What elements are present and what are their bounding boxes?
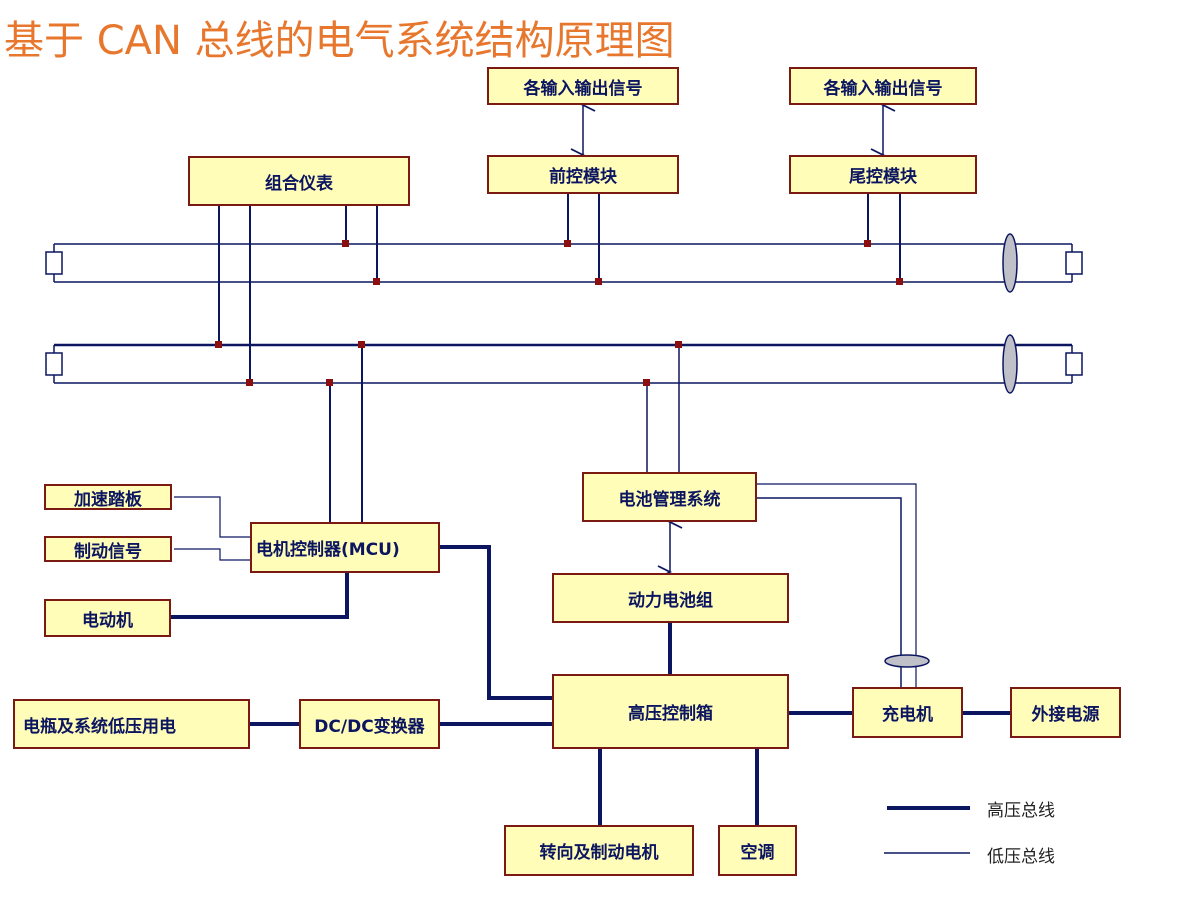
front-control-module-box: 前控模块: [487, 155, 679, 194]
external-power-box: 外接电源: [1010, 687, 1121, 738]
charger-box: 充电机: [852, 687, 963, 738]
air-conditioner-box: 空调: [718, 825, 797, 876]
ferrite-core-icon: [1002, 334, 1018, 394]
connection-node: [675, 341, 682, 348]
brake-signal-box: 制动信号: [44, 536, 172, 562]
electric-motor-box: 电动机: [44, 599, 171, 637]
connection-node: [326, 379, 333, 386]
connection-node: [595, 278, 602, 285]
power-battery-pack-box: 动力电池组: [552, 573, 789, 623]
connection-node: [358, 341, 365, 348]
page-title: 基于 CAN 总线的电气系统结构原理图: [4, 18, 675, 64]
ferrite-core-icon: [884, 654, 930, 668]
connection-node: [896, 278, 903, 285]
connection-node: [342, 240, 349, 247]
dcdc-converter-box: DC/DC变换器: [299, 699, 440, 749]
can-bus-2: [45, 334, 1083, 394]
motor-controller-box: 电机控制器(MCU): [250, 522, 440, 573]
connection-node: [373, 278, 380, 285]
legend-low-voltage-label: 低压总线: [987, 847, 1055, 867]
termination-resistor-icon: [1065, 352, 1083, 376]
battery-management-system-box: 电池管理系统: [582, 472, 757, 522]
connection-node: [246, 379, 253, 386]
high-voltage-control-box: 高压控制箱: [552, 674, 789, 749]
legend-high-voltage-label: 高压总线: [987, 801, 1055, 821]
battery-low-voltage-loads-box: 电瓶及系统低压用电: [13, 699, 250, 749]
termination-resistor-icon: [45, 251, 63, 275]
bus-connection-nodes: [215, 240, 903, 386]
rear-control-module-box: 尾控模块: [789, 155, 977, 194]
can-bus-1: [45, 233, 1083, 293]
io-signals-rear-box: 各输入输出信号: [789, 67, 977, 105]
io-signals-front-box: 各输入输出信号: [487, 67, 679, 105]
termination-resistor-icon: [45, 352, 63, 376]
termination-resistor-icon: [1065, 251, 1083, 275]
instrument-cluster-box: 组合仪表: [188, 156, 410, 206]
connection-node: [215, 341, 222, 348]
connection-node: [643, 379, 650, 386]
accelerator-pedal-box: 加速踏板: [44, 484, 172, 510]
steering-brake-motor-box: 转向及制动电机: [504, 825, 694, 876]
connection-node: [864, 240, 871, 247]
connection-node: [564, 240, 571, 247]
ferrite-core-icon: [1002, 233, 1018, 293]
